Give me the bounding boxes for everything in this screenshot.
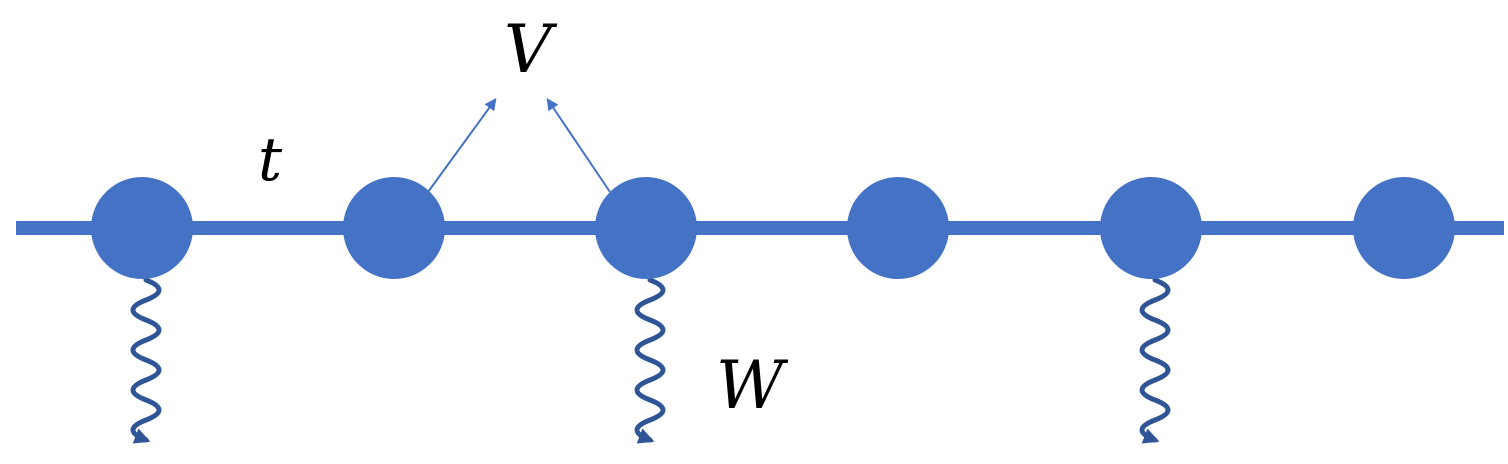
lattice-site-2 (343, 177, 445, 279)
interaction-arrow-left (427, 98, 497, 193)
lattice-site-1 (91, 177, 193, 279)
interaction-label: V (504, 11, 558, 88)
dissipation-arrows (130, 277, 1171, 444)
lattice-site-4 (847, 177, 949, 279)
dissipation-arrow-site-5 (1139, 277, 1171, 444)
dissipation-label: W (716, 347, 789, 424)
hopping-label: t (258, 125, 283, 195)
lattice-site-6 (1353, 177, 1455, 279)
dissipation-arrow-site-1 (130, 277, 162, 444)
dissipation-arrow-site-3 (634, 277, 666, 444)
lattice-sites (91, 177, 1455, 279)
lattice-site-5 (1100, 177, 1202, 279)
interaction-arrow-right (546, 98, 611, 193)
lattice-site-3 (595, 177, 697, 279)
